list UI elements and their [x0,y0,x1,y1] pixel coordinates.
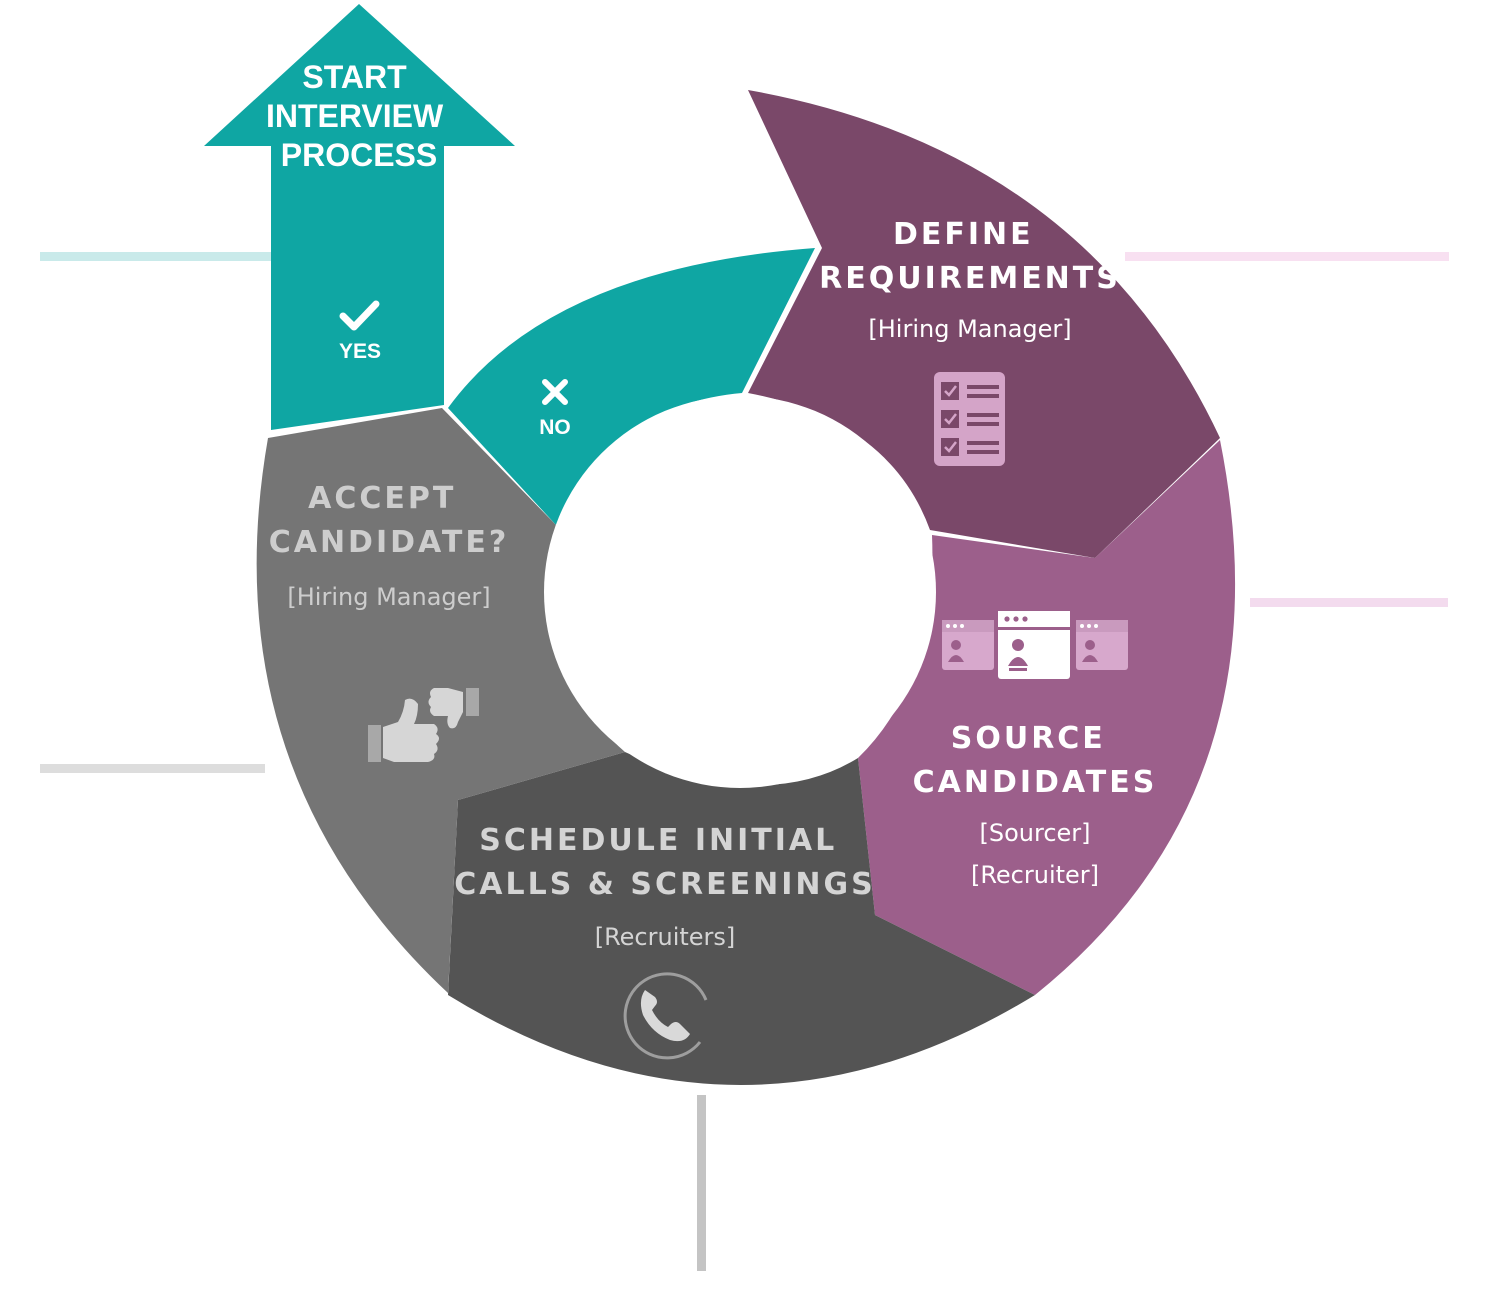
segment-schedule-calls [448,752,1035,1085]
schedule-role: [Recruiters] [595,923,736,951]
define-title-line-1: DEFINE [893,217,1034,252]
connector-line-accept [40,764,265,773]
connector-line-yes [40,252,282,261]
source-role-2: [Recruiter] [971,861,1099,889]
segment-source-candidates [858,440,1236,995]
accept-title-line-1: ACCEPT [308,481,456,516]
segment-no-loop [448,248,815,525]
source-role-1: [Sourcer] [979,819,1090,847]
connector-line-define [1125,252,1449,261]
connector-line-schedule [697,1095,706,1271]
source-title-line-2: CANDIDATES [913,765,1158,800]
yes-label: YES [339,340,381,363]
define-title: DEFINE REQUIREMENTS [819,217,1121,296]
accept-title: ACCEPT CANDIDATE? [269,481,510,560]
accept-title-line-2: CANDIDATE? [269,525,510,560]
start-arrow-line-2: INTERVIEW [266,98,444,134]
schedule-title-line-1: SCHEDULE INITIAL [479,823,837,858]
define-title-line-2: REQUIREMENTS [819,261,1121,296]
start-arrow-line-3: PROCESS [281,137,437,173]
segment-define-requirements [748,90,1220,558]
profile-windows-icon [942,611,1128,679]
source-title: SOURCE CANDIDATES [913,721,1158,800]
schedule-title: SCHEDULE INITIAL CALLS & SCREENINGS [454,823,875,902]
check-icon [339,300,380,331]
accept-role: [Hiring Manager] [287,583,490,611]
connector-line-source [1250,598,1448,607]
start-arrow-line-1: START [302,59,407,95]
start-arrow [204,4,515,430]
schedule-title-line-2: CALLS & SCREENINGS [454,867,875,902]
phone-icon [623,972,708,1060]
center-hole [544,396,936,788]
start-arrow-label: START INTERVIEW PROCESS [266,59,452,173]
checklist-icon [934,372,1005,466]
thumbs-up-down-icon [368,688,479,762]
x-icon [542,379,568,405]
define-role: [Hiring Manager] [868,315,1071,343]
no-label: NO [539,416,571,439]
source-title-line-1: SOURCE [951,721,1106,756]
